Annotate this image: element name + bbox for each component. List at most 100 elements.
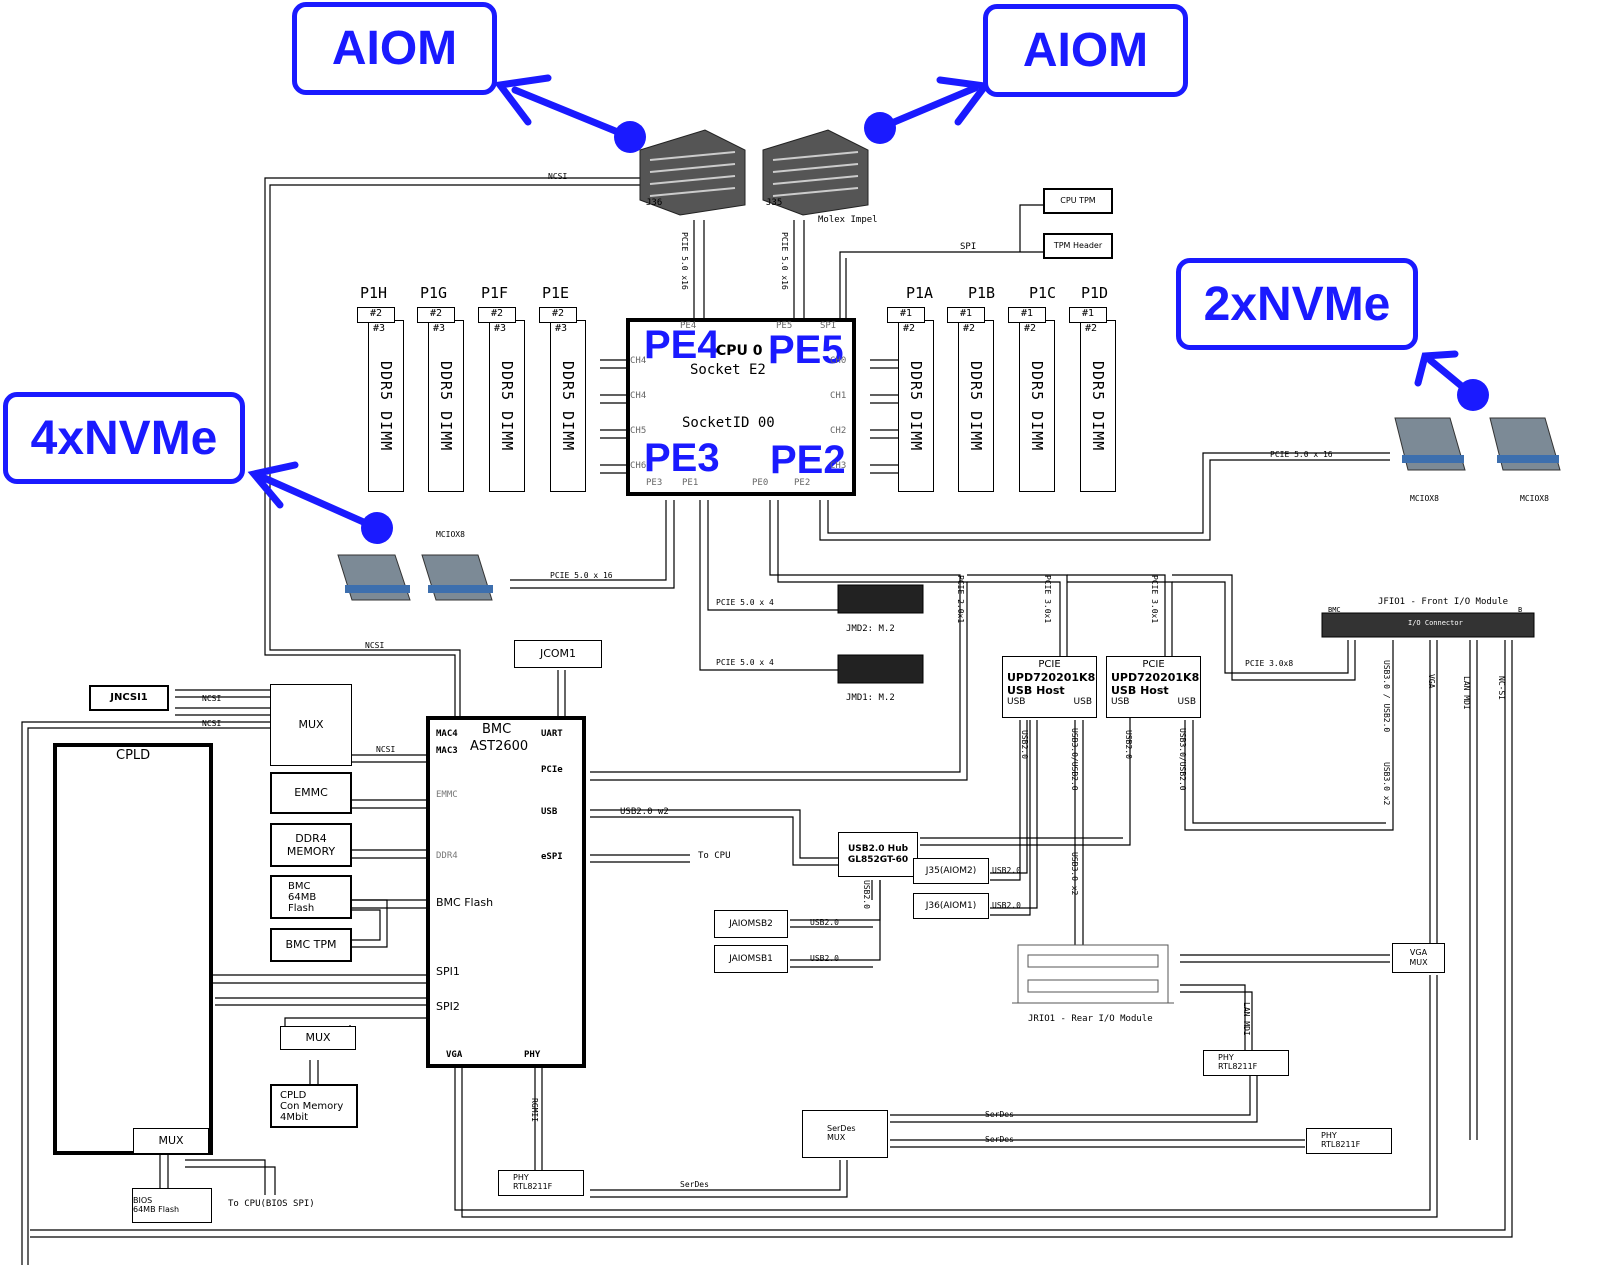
pe2-label: PE2 — [770, 438, 846, 482]
phy-rear-block: PHY RTL8211F — [1203, 1050, 1289, 1076]
bmc-title: BMC — [482, 722, 512, 737]
dimm-sub: #2 — [903, 323, 916, 334]
jcom1-block: JCOM1 — [514, 640, 602, 668]
serdes1-label: SerDes — [985, 1110, 1014, 1119]
pcie-upd2-label: PCIE 3.0x1 — [1150, 575, 1159, 624]
dimm-p1f: #2 #3 DDR5 DIMM — [478, 307, 525, 492]
upd2-usb-b: USB — [1177, 697, 1196, 708]
mcio-right2-label: MCIOX8 — [1520, 494, 1549, 503]
usb20-j36-label: USB2.0 — [992, 901, 1021, 910]
bmc-uart: UART — [541, 729, 563, 739]
pe5-label: PE5 — [768, 328, 844, 372]
usb-hub-block: USB2.0 Hub GL852GT-60 — [838, 832, 918, 877]
cpld-block — [53, 743, 213, 1155]
spi-label: SPI — [960, 242, 977, 252]
cpu-port-ch0: CH0 — [830, 356, 847, 366]
usb3-right-label: USB3.0 x2 — [1382, 762, 1391, 806]
dimm-slot: #2 — [417, 307, 455, 323]
cpu-port-ch5: CH5 — [630, 426, 647, 436]
cpu-port-ch2: CH2 — [830, 426, 847, 436]
ncsi-top-bus — [264, 177, 640, 520]
cpu-port-spi: SPI — [820, 321, 837, 331]
pcie-2xnvme-label: PCIE 5.0 x 16 — [1270, 450, 1333, 459]
serdes3-label: SerDes — [680, 1180, 709, 1189]
molex-label: Molex Impel — [818, 215, 878, 225]
usb20-jaiom-b1-label: USB2.0 — [810, 954, 839, 963]
usb20-jaiom-b2-label: USB2.0 — [810, 918, 839, 927]
bmc-flash-port: BMC Flash — [436, 896, 494, 909]
cpu-port-pe3: PE3 — [646, 478, 663, 488]
cpu-block — [626, 318, 856, 496]
pcie-jfio-label: PCIE 3.0x8 — [1245, 659, 1294, 668]
bmc-phy: PHY — [524, 1050, 541, 1060]
cpu-port-ch3: CH3 — [830, 461, 847, 471]
dimm-sub: #3 — [494, 323, 507, 334]
aiom-left-callout: AIOM — [292, 2, 497, 95]
jfio1-pin-a: BMC — [1328, 606, 1341, 614]
dimm-sub: #2 — [963, 323, 976, 334]
upd2-block: PCIE UPD720201K8 USB Host USB USB — [1106, 656, 1201, 718]
bmc-ddr4: DDR4 — [436, 851, 458, 861]
mux-bios-block: MUX — [133, 1128, 209, 1154]
bmc-tpm-block: BMC TPM — [270, 928, 352, 962]
dimm-name-p1g: P1G — [420, 284, 448, 302]
j35-label: J35 — [766, 198, 783, 208]
dimm-name-p1h: P1H — [360, 284, 388, 302]
rgmii-label: RGMII — [530, 1098, 539, 1123]
pe4-label: PE4 — [644, 323, 720, 367]
dimm-name-p1f: P1F — [481, 284, 509, 302]
jfio1-label: JFIO1 - Front I/O Module — [1378, 597, 1509, 607]
mcio-right1-label: MCIOX8 — [1410, 494, 1439, 503]
dimm-label: DDR5 DIMM — [559, 361, 577, 452]
ncsi-left-label: NCSI — [202, 719, 222, 728]
dimm-label: DDR5 DIMM — [498, 361, 516, 452]
cpu-port-ch4b: CH4 — [630, 391, 647, 401]
j36-label: J36 — [646, 198, 663, 208]
bmc-block — [426, 716, 586, 1068]
dimm-p1e: #2 #3 DDR5 DIMM — [539, 307, 586, 492]
pcie-jmd2-label: PCIE 5.0 x 4 — [716, 598, 774, 607]
dimm-slot: #2 — [478, 307, 516, 323]
bmc-spi2: SPI2 — [436, 1000, 460, 1013]
dimm-p1c: #1 #2 DDR5 DIMM — [1008, 307, 1055, 492]
usb20-hub-label: USB2.0 — [862, 880, 871, 909]
jfio1-pin-b: B — [1518, 606, 1523, 614]
jaiom-sb2-block: JAIOMSB2 — [714, 910, 788, 938]
lan-front-label: LAN MDI — [1462, 676, 1471, 710]
pcie-4xnvme-label: PCIE 5.0 x 16 — [550, 571, 613, 580]
ddr4-memory-block: DDR4 MEMORY — [270, 823, 352, 867]
dimm-slot: #1 — [947, 307, 985, 323]
upd1-usb-a: USB — [1007, 697, 1026, 708]
dimm-slot: #2 — [539, 307, 577, 323]
bmc-espi: eSPI — [541, 852, 563, 862]
ncsi-jncsi-label: NCSI — [202, 694, 222, 703]
upd2-usb-a: USB — [1111, 697, 1130, 708]
cpu-port-ch6: CH6 — [630, 461, 647, 471]
dimm-label: DDR5 DIMM — [1089, 361, 1107, 452]
upd2-pcie: PCIE — [1142, 659, 1165, 670]
j35-connector-image — [762, 129, 869, 216]
dimm-slot: #1 — [1069, 307, 1107, 323]
jfio1-connector-image — [1321, 612, 1535, 638]
usb3-front-label: USB3.0 / USB2.0 — [1382, 660, 1391, 733]
vga-front-label: VGA — [1427, 674, 1436, 689]
dimm-label: DDR5 DIMM — [967, 361, 985, 452]
dimm-p1b: #1 #2 DDR5 DIMM — [947, 307, 994, 492]
emmc-block: EMMC — [270, 772, 352, 814]
cpu-title: CPU 0 — [716, 343, 763, 359]
to-cpu-bios-label: To CPU(BIOS SPI) — [228, 1199, 315, 1209]
ncsi-front-label: NC-SI — [1497, 676, 1506, 701]
nvme-4x-callout: 4xNVMe — [3, 392, 245, 484]
jncsi1-block: JNCSI1 — [89, 685, 169, 711]
ncsi-top-label: NCSI — [548, 172, 568, 181]
dimm-p1h: #2 #3 DDR5 DIMM — [357, 307, 404, 492]
usb3-upd1-label: USB3.0/USB2.0 — [1070, 728, 1079, 791]
dimm-sub: #3 — [555, 323, 568, 334]
usb20-j35-label: USB2.0 — [992, 866, 1021, 875]
cpu-socket-id: SocketID 00 — [682, 415, 775, 431]
pcie-j35-label: PCIE 5.0 x16 — [780, 232, 789, 290]
pcie-j36-label: PCIE 5.0 x16 — [680, 232, 689, 290]
j36-aiom1-block: J36(AIOM1) — [913, 893, 989, 919]
dimm-sub: #2 — [1024, 323, 1037, 334]
